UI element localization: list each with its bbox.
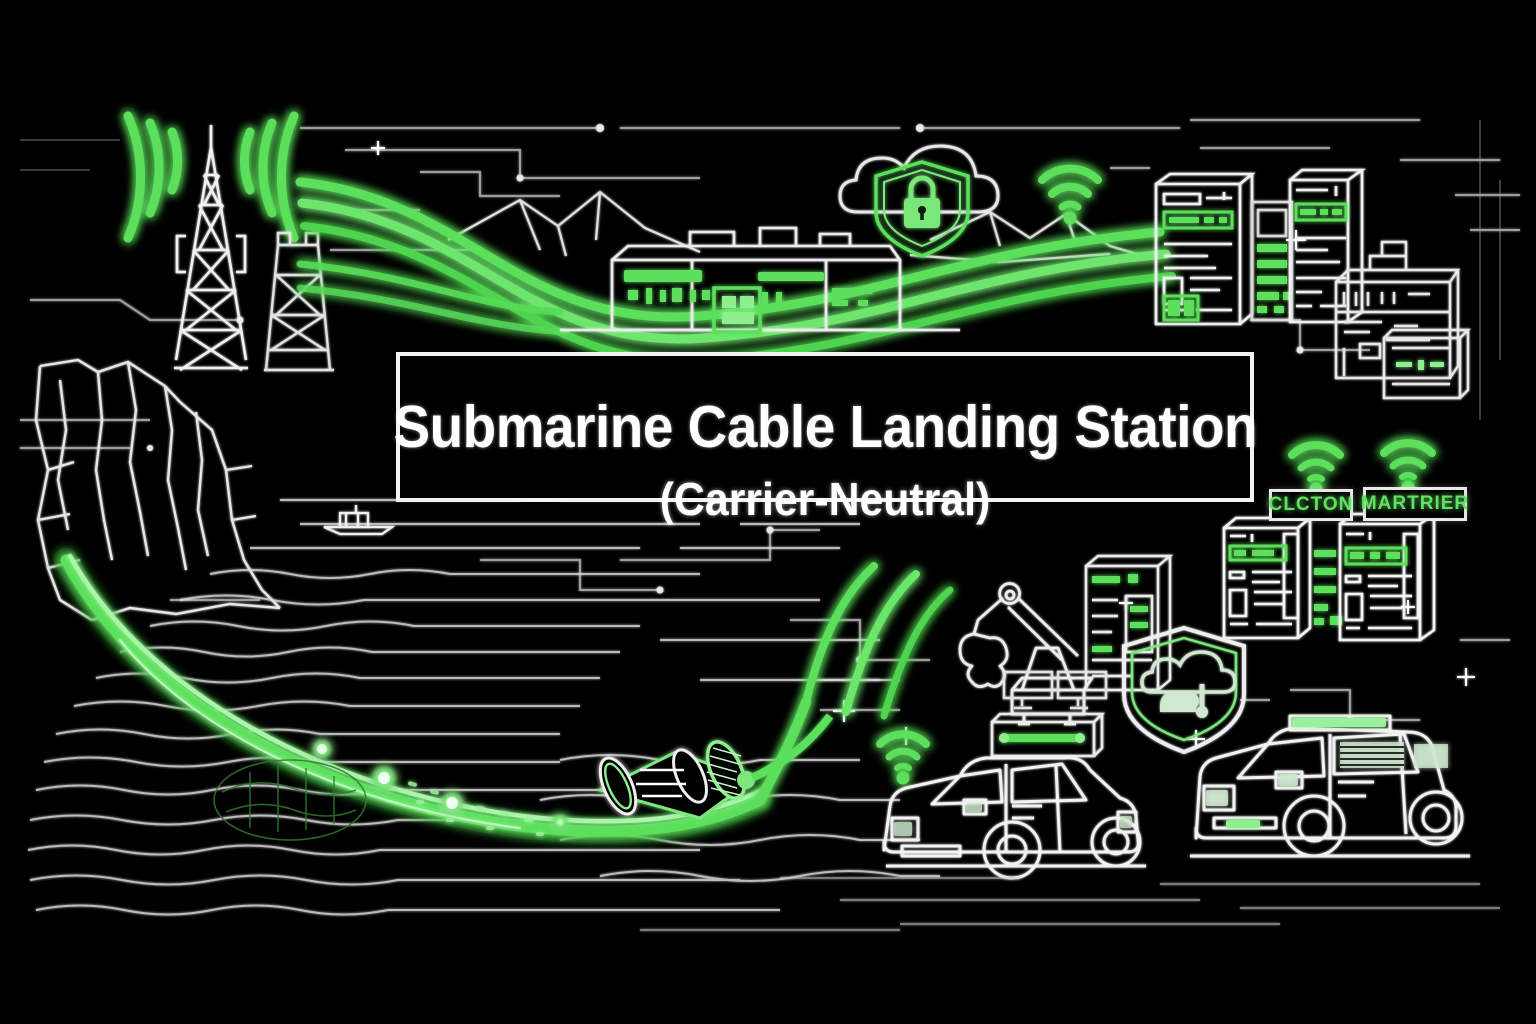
seabed-node-cluster — [213, 759, 367, 841]
shore-uplink-arcs — [755, 562, 954, 805]
server-rack-upper-mid — [1250, 200, 1294, 322]
submarine-cable-nodes — [311, 738, 569, 831]
fiber-cable-cross-section — [595, 713, 834, 820]
page-subtitle: (Carrier-Neutral) — [659, 473, 991, 525]
monitor-pair-icon — [1002, 670, 1108, 710]
service-vehicle-right-lights — [1206, 718, 1448, 828]
wifi-icon-yard — [876, 730, 930, 785]
equipment-cabinet-leds — [1396, 360, 1444, 370]
wifi-icon-top — [1038, 164, 1102, 225]
facility-core-module — [712, 286, 762, 334]
server-rack-lower-mid-leds — [1314, 550, 1342, 625]
frame-accent-lines — [20, 120, 1501, 420]
ground-lines — [640, 877, 1500, 931]
radio-tower-secondary — [264, 231, 334, 372]
rack-tag-left: CLCTON — [1269, 489, 1353, 521]
server-rack-left-lower-leds — [1092, 574, 1148, 652]
service-vehicle-left-lights — [894, 803, 1132, 836]
coastal-cliff — [34, 358, 281, 622]
radio-tower-waves — [123, 111, 299, 243]
shield-cloud-icon — [1122, 625, 1246, 755]
boat-icon — [323, 505, 396, 536]
server-rack-upper-left-leds — [1162, 210, 1234, 322]
rack-tag-right: MARTRIER — [1361, 487, 1468, 521]
server-rack-upper-mid-leds — [1257, 244, 1291, 313]
radio-tower-primary — [174, 125, 248, 372]
server-rack-upper-left — [1154, 172, 1256, 326]
server-rack-upper-right-leds — [1294, 202, 1348, 222]
equipment-cabinet-lower — [1382, 328, 1471, 400]
page-title: Submarine Cable Landing Station — [393, 394, 1257, 460]
ocean-waves — [27, 499, 940, 916]
equipment-cabinet-top — [1334, 240, 1461, 380]
cable-data-pulses — [408, 781, 544, 836]
lock-shield-icon — [874, 160, 970, 258]
server-rack-lower-a — [1222, 516, 1314, 640]
equipment-bar-leds — [999, 733, 1085, 743]
mountain-ridge — [447, 190, 1151, 264]
server-rack-lower-b-leds — [1344, 546, 1408, 566]
service-vehicle-left — [882, 756, 1146, 880]
equipment-bar — [990, 712, 1106, 758]
title-banner: Submarine Cable Landing Station — [393, 352, 1257, 502]
facility-green-windows — [624, 270, 872, 308]
server-rack-lower-a-leds — [1228, 544, 1288, 562]
